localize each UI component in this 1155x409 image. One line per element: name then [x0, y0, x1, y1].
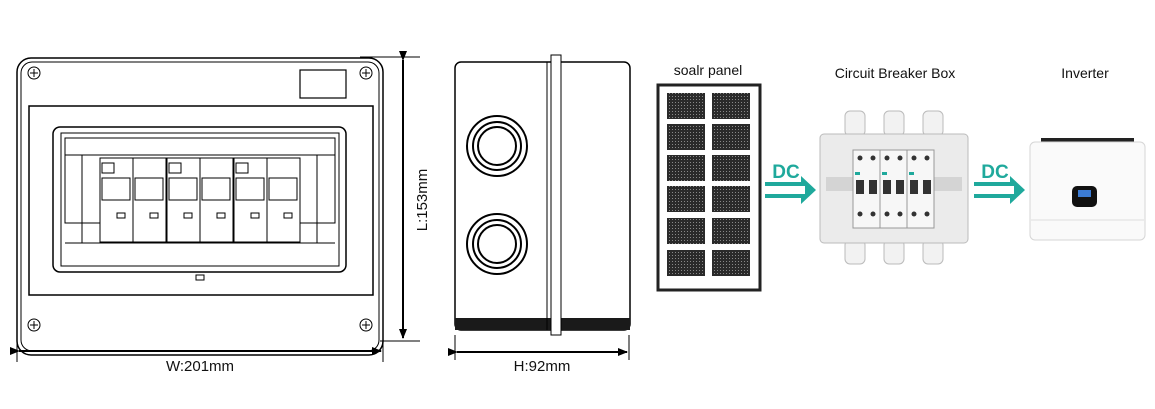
- label-plate: [299, 69, 347, 99]
- width-label: W:201mm: [166, 358, 234, 375]
- screw-icon: [27, 66, 373, 332]
- cable-gland: [466, 115, 528, 275]
- length-label: L:153mm: [414, 169, 431, 232]
- dc-arrow-1: DC: [765, 162, 816, 204]
- dc-label-2: DC: [981, 162, 1009, 183]
- dc-arrow-2: DC: [974, 162, 1025, 204]
- breaker-box-label: Circuit Breaker Box: [835, 65, 956, 81]
- breaker-row: [99, 157, 301, 243]
- inverter-image: [1029, 138, 1146, 241]
- solar-panel-image: [656, 83, 762, 292]
- solar-panel-label: soalr panel: [674, 62, 743, 78]
- side-view-enclosure: [454, 54, 631, 336]
- width-dimension: W:201mm: [10, 330, 384, 375]
- breaker-box-image: [819, 110, 969, 265]
- height-dimension: H:92mm: [448, 335, 630, 375]
- inverter-label: Inverter: [1061, 65, 1109, 81]
- front-view-enclosure: [16, 57, 384, 356]
- length-dimension: L:153mm: [360, 51, 431, 342]
- height-label: H:92mm: [514, 358, 571, 375]
- dc-label-1: DC: [772, 162, 800, 183]
